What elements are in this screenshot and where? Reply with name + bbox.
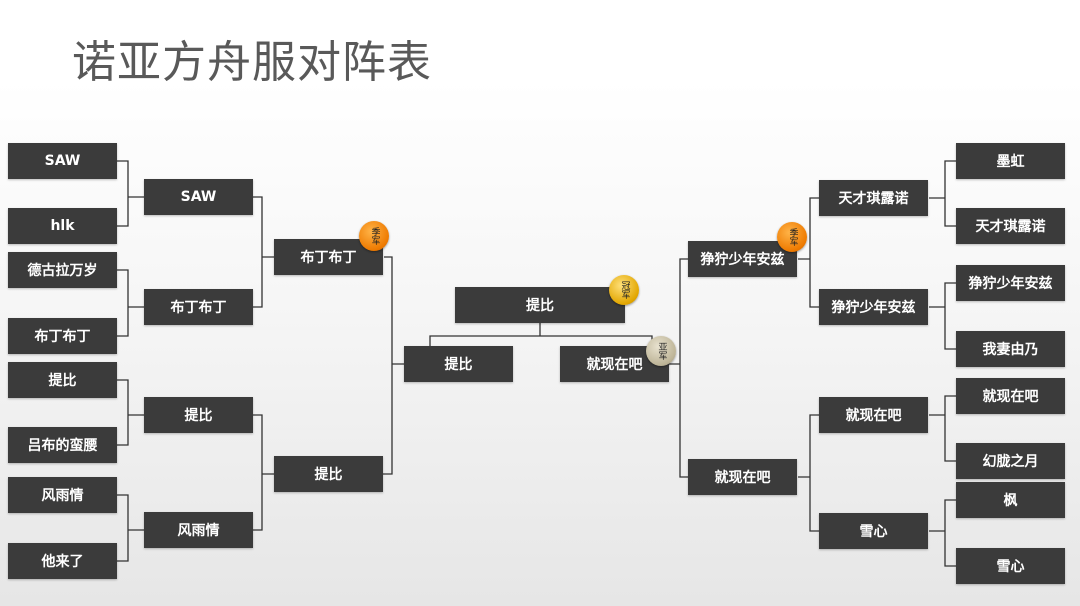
right-r1-slot-4: 我妻由乃 [956, 331, 1065, 367]
left-r1-slot-6: 吕布的蛮腰 [8, 427, 117, 463]
right-r2-slot-1: 天才琪露诺 [819, 180, 928, 216]
runner-up-medal-icon: 亚军 [646, 336, 676, 366]
right-r3-slot-2: 就现在吧 [688, 459, 797, 495]
right-r2-slot-2: 狰狞少年安兹 [819, 289, 928, 325]
left-r3-slot-2: 提比 [274, 456, 383, 492]
third-place-right-medal-icon: 季军 [777, 222, 807, 252]
right-r1-slot-1: 墨虹 [956, 143, 1065, 179]
left-r1-slot-3: 德古拉万岁 [8, 252, 117, 288]
left-r3-slot-1: 布丁布丁 [274, 239, 383, 275]
right-r1-slot-8: 雪心 [956, 548, 1065, 584]
right-r2-slot-4: 雪心 [819, 513, 928, 549]
left-r1-slot-5: 提比 [8, 362, 117, 398]
champion-medal-icon: 冠军 [609, 275, 639, 305]
third-place-left-medal-icon: 季军 [359, 221, 389, 251]
left-finalist: 提比 [404, 346, 513, 382]
right-r1-slot-6: 幻胧之月 [956, 443, 1065, 479]
champion-slot: 提比 [455, 287, 625, 323]
right-r1-slot-7: 枫 [956, 482, 1065, 518]
left-r1-slot-7: 风雨情 [8, 477, 117, 513]
left-r2-slot-2: 布丁布丁 [144, 289, 253, 325]
page-title: 诺亚方舟服对阵表 [72, 37, 432, 88]
right-r2-slot-3: 就现在吧 [819, 397, 928, 433]
right-r3-slot-1: 狰狞少年安兹 [688, 241, 797, 277]
left-r1-slot-2: hlk [8, 208, 117, 244]
right-r1-slot-5: 就现在吧 [956, 378, 1065, 414]
left-r1-slot-8: 他来了 [8, 543, 117, 579]
left-r1-slot-1: SAW [8, 143, 117, 179]
left-r2-slot-1: SAW [144, 179, 253, 215]
right-r1-slot-2: 天才琪露诺 [956, 208, 1065, 244]
left-r2-slot-4: 风雨情 [144, 512, 253, 548]
right-r1-slot-3: 狰狞少年安兹 [956, 265, 1065, 301]
left-r2-slot-3: 提比 [144, 397, 253, 433]
left-r1-slot-4: 布丁布丁 [8, 318, 117, 354]
